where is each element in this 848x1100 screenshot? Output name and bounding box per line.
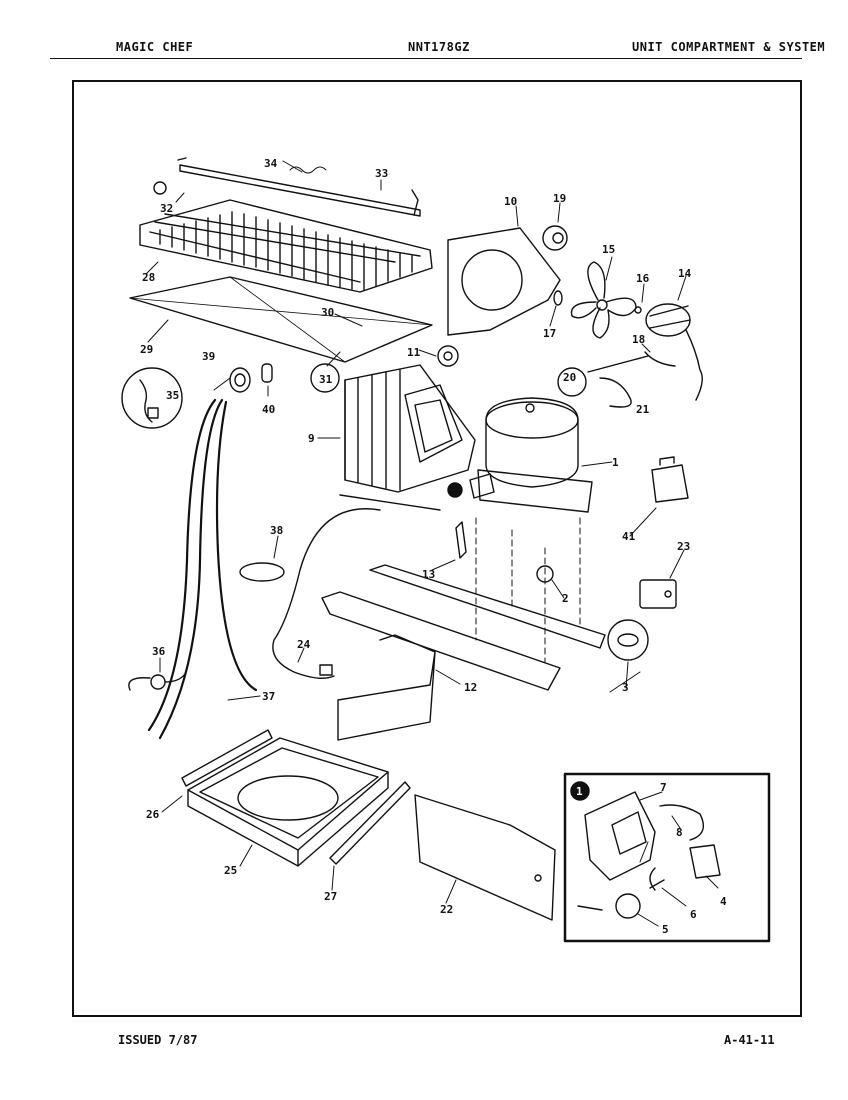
hose-clamp-36 <box>128 673 186 691</box>
section-title: UNIT COMPARTMENT & SYSTEM <box>632 40 826 54</box>
model-number: NNT178GZ <box>408 40 470 54</box>
callout-17: 17 <box>543 327 556 340</box>
callout-26: 26 <box>146 808 160 821</box>
callout-38: 38 <box>270 524 283 537</box>
page-number: A-41-11 <box>724 1033 775 1047</box>
callout-11: 11 <box>407 346 421 359</box>
callout-7: 7 <box>660 781 667 794</box>
callout-18: 18 <box>632 333 645 346</box>
fan-wiring <box>557 351 676 408</box>
callout-34: 34 <box>264 157 278 170</box>
callout-27: 27 <box>324 890 337 903</box>
callout-39: 39 <box>202 350 215 363</box>
callout-30: 30 <box>321 306 334 319</box>
drain-pan <box>187 737 389 867</box>
detail-bubble-3 <box>607 619 649 661</box>
access-panel <box>414 794 556 921</box>
callout-31: 31 <box>319 373 333 386</box>
callout-9: 9 <box>308 432 315 445</box>
callout-20: 20 <box>563 371 576 384</box>
base-rails <box>321 564 606 741</box>
callout-19: 19 <box>553 192 566 205</box>
condenser-coil <box>139 181 433 293</box>
diagram-frame <box>72 80 802 1017</box>
callout-25: 25 <box>224 864 237 877</box>
compressor <box>469 397 593 513</box>
callout-3: 3 <box>622 681 629 694</box>
callout-1: 1 <box>612 456 619 469</box>
power-cord <box>272 508 381 679</box>
drain-hose <box>147 398 258 740</box>
relay-23 <box>639 579 677 609</box>
callout-14: 14 <box>678 267 692 280</box>
callout-28: 28 <box>142 271 155 284</box>
fan-motor <box>645 303 703 401</box>
callout-12: 12 <box>464 681 477 694</box>
callout-40: 40 <box>262 403 275 416</box>
clamp-38 <box>239 562 285 582</box>
evaporator <box>339 364 476 511</box>
callout-6: 6 <box>690 908 697 921</box>
callout-35: 35 <box>166 389 179 402</box>
callout-5: 5 <box>662 923 669 936</box>
callout-16: 16 <box>636 272 650 285</box>
callout-2: 2 <box>562 592 569 605</box>
callout-8: 8 <box>676 826 683 839</box>
inset-marker-circle <box>570 781 590 801</box>
callout-10: 10 <box>504 195 517 208</box>
pan-rail-26 <box>181 729 273 787</box>
callout-36: 36 <box>152 645 166 658</box>
callout-13: 13 <box>422 568 435 581</box>
callout-4: 4 <box>720 895 727 908</box>
callout-32: 32 <box>160 202 173 215</box>
inset-marker-label: 1 <box>576 785 583 798</box>
callout-15: 15 <box>602 243 615 256</box>
header-rule <box>50 58 802 59</box>
callout-29: 29 <box>140 343 153 356</box>
fan-shroud <box>447 227 561 336</box>
inset-detail <box>563 772 771 943</box>
detail-bubble-35 <box>121 367 183 429</box>
callout-33: 33 <box>375 167 388 180</box>
leader-lines <box>145 160 719 927</box>
capacitor-41 <box>651 456 689 503</box>
grommets-39-40 <box>229 363 273 393</box>
condenser-plate <box>129 276 433 363</box>
condenser-top-tube <box>177 157 421 217</box>
callout-41: 41 <box>622 530 636 543</box>
callout-22: 22 <box>440 903 453 916</box>
callout-37: 37 <box>262 690 275 703</box>
brand-name: MAGIC CHEF <box>116 40 194 54</box>
relay-13 <box>455 521 467 559</box>
issued-date: ISSUED 7/87 <box>118 1033 198 1047</box>
callout-23: 23 <box>677 540 690 553</box>
fan-blade <box>570 261 637 339</box>
callout-21: 21 <box>636 403 650 416</box>
callout-24: 24 <box>297 638 311 651</box>
pan-rail-27 <box>329 781 411 865</box>
